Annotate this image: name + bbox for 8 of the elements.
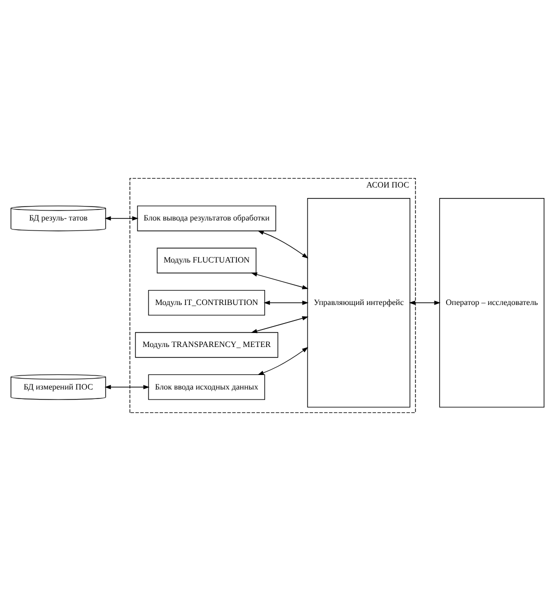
arrow — [258, 346, 308, 374]
arrow — [264, 300, 308, 304]
arrow — [250, 272, 308, 289]
arrow — [408, 300, 440, 304]
arrow — [104, 384, 150, 389]
arrow — [258, 230, 308, 258]
arrow — [104, 216, 138, 220]
arrow — [250, 316, 308, 333]
